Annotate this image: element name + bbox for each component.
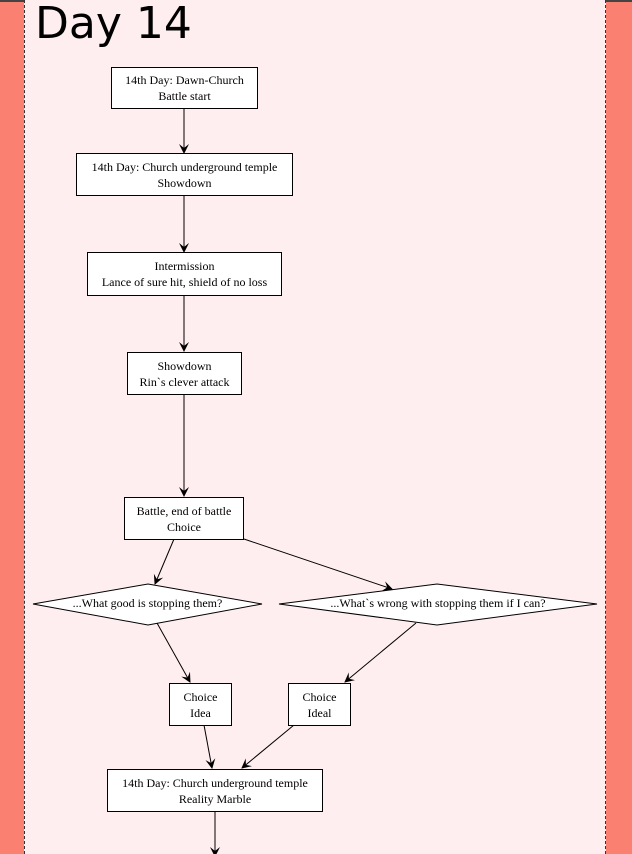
- diamond-d2-shape: [278, 583, 598, 626]
- node-choice-idea-line1: Choice: [183, 689, 218, 704]
- edge-n5-d1: [153, 538, 175, 585]
- node-choice-ideal-line1: Choice: [302, 689, 337, 704]
- node-intermission-line2: Lance of sure hit, shield of no loss: [101, 275, 268, 289]
- node-reality-marble-line2: Reality Marble: [178, 791, 252, 806]
- node-rin-attack-line2: Rin`s clever attack: [139, 374, 230, 389]
- diamond-whats-wrong-label[interactable]: ...What`s wrong with stopping them if I …: [330, 596, 546, 610]
- node-choice-ideal-line2: Ideal: [307, 705, 332, 720]
- node-rin-attack[interactable]: Showdown Rin`s clever attack: [127, 352, 242, 395]
- node-reality-marble[interactable]: 14th Day: Church underground temple Real…: [107, 769, 323, 812]
- edge-n7-n8: [241, 724, 295, 769]
- node-battle-choice-line2: Choice: [167, 519, 201, 534]
- node-rin-attack-line1: Showdown: [157, 358, 212, 373]
- edge-n5-d2: [243, 538, 393, 591]
- diamond-d1-shape: [32, 583, 263, 626]
- node-reality-marble-line1: 14th Day: Church underground temple: [122, 775, 308, 790]
- page-title: Day 14: [35, 0, 192, 49]
- node-dawn-church[interactable]: 14th Day: Dawn-Church Battle start: [111, 67, 258, 109]
- edge-d1-n6: [156, 622, 191, 683]
- node-battle-choice[interactable]: Battle, end of battle Choice: [124, 497, 244, 540]
- node-intermission-line1: Intermission: [154, 259, 215, 273]
- edge-d2-n7: [344, 622, 417, 683]
- node-dawn-church-line2: Battle start: [158, 89, 211, 103]
- node-underground-showdown[interactable]: 14th Day: Church underground temple Show…: [76, 153, 293, 196]
- node-intermission[interactable]: Intermission Lance of sure hit, shield o…: [87, 252, 282, 296]
- node-dawn-church-line1: 14th Day: Dawn-Church: [125, 73, 244, 87]
- node-choice-ideal[interactable]: Choice Ideal: [288, 683, 351, 726]
- diamond-what-good-label[interactable]: ...What good is stopping them?: [72, 596, 223, 610]
- node-choice-idea[interactable]: Choice Idea: [169, 683, 232, 726]
- node-underground-showdown-line2: Showdown: [157, 175, 212, 190]
- node-underground-showdown-line1: 14th Day: Church underground temple: [91, 159, 278, 174]
- node-choice-idea-line2: Idea: [190, 705, 211, 720]
- edge-n6-n8: [203, 724, 216, 769]
- node-battle-choice-line1: Battle, end of battle: [136, 503, 232, 518]
